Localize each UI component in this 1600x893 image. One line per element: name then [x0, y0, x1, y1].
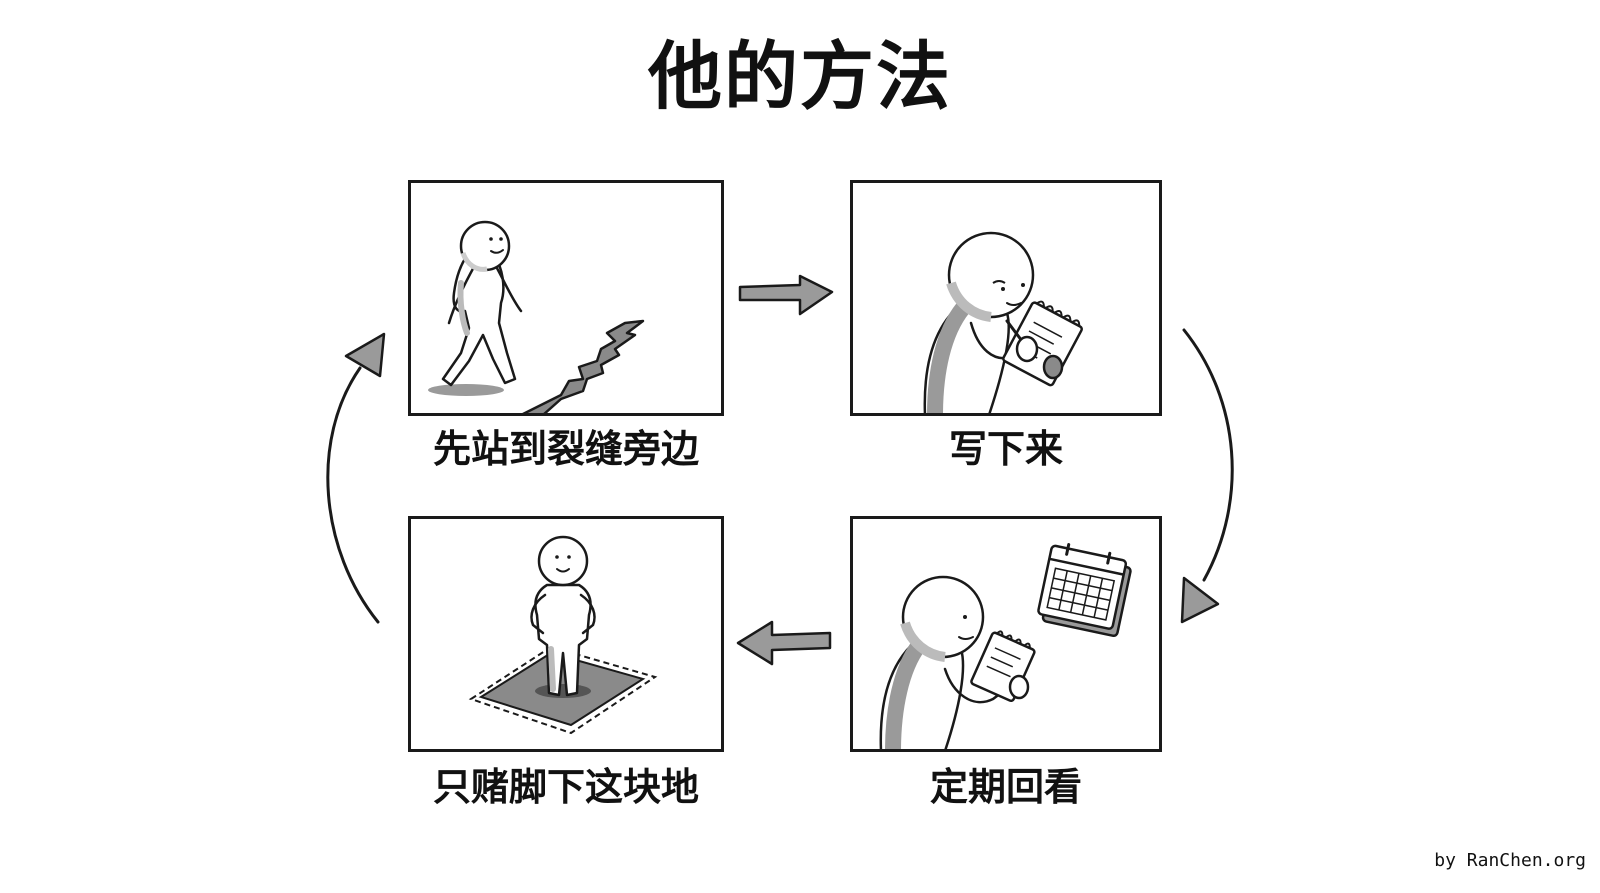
- walking-figure-illustration: [428, 220, 645, 413]
- panel-step-2: [850, 180, 1162, 416]
- step-2-label: 写下来: [948, 427, 1063, 471]
- step-4-label: 只赌脚下这块地: [432, 765, 699, 809]
- standing-figure-illustration: [468, 535, 658, 735]
- credit-text: by RanChen.org: [1434, 850, 1586, 871]
- step-3-label: 定期回看: [929, 765, 1082, 809]
- panel-step-4: [408, 516, 724, 752]
- writing-figure-illustration: [923, 231, 1083, 413]
- curved-arrow-up-icon: [326, 332, 386, 624]
- reviewing-figure-illustration: [879, 543, 1132, 749]
- step-1-label: 先站到裂缝旁边: [432, 427, 699, 471]
- calendar-icon: [1037, 543, 1132, 638]
- diagram-title: 他的方法: [648, 34, 952, 120]
- arrow-left-icon: [736, 620, 832, 666]
- curved-arrow-down-icon: [1180, 328, 1234, 624]
- panel-step-3: [850, 516, 1162, 752]
- arrow-right-icon: [738, 274, 834, 316]
- panel-step-1: [408, 180, 724, 416]
